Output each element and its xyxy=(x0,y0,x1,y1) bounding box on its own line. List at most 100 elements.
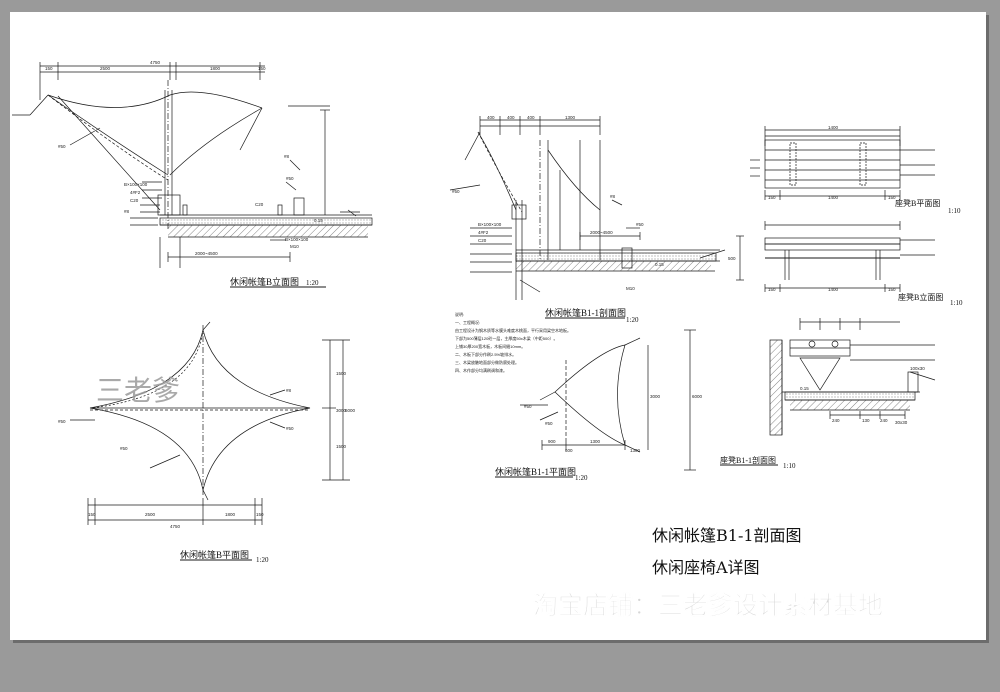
dim-elev-150b: 150 xyxy=(258,66,266,71)
notes-item-4: 上铺30厚200宽木板，木板间缝10mm。 xyxy=(455,343,525,349)
dim-elev-c20: C20 xyxy=(130,198,139,203)
dim-b1plan-600: 600 xyxy=(565,448,573,453)
dim-elev-150a: 150 xyxy=(45,66,53,71)
dim-sec-400a: 400 xyxy=(487,115,495,120)
dim-benchsec-240a: 240 xyxy=(832,418,840,423)
design-notes: 说明: 一、工程概况: 由工程设计为钢木质等水膜头难度木桃面，平行采用梁空木地板… xyxy=(455,311,571,373)
dim-plan-50b: #50 xyxy=(286,426,294,431)
scale-bench-b-elevation: 1:10 xyxy=(950,299,963,307)
dim-b1plan-1300b: 1300 xyxy=(630,448,641,453)
dim-b1plan-50b: #50 xyxy=(545,421,553,426)
dim-plan-1500b: 1500 xyxy=(336,444,347,449)
dim-sec-m10: M10 xyxy=(626,286,635,291)
dim-elev-2500: 2500 xyxy=(100,66,111,71)
dim-benchsec-30x30: 30x30 xyxy=(895,420,908,425)
dim-sec-4f2: 4#F2 xyxy=(478,230,489,235)
dim-benchel-150b: 150 xyxy=(888,287,896,292)
title-bench-b-plan: 座凳B平面图 xyxy=(895,198,940,208)
dim-plan-150a: 150 xyxy=(88,512,96,517)
scale-tent-b-elevation: 1:20 xyxy=(306,279,319,287)
tent-b1-section xyxy=(449,116,726,319)
dim-b1plan-900: 900 xyxy=(548,439,556,444)
tent-b-elevation xyxy=(12,62,373,288)
scale-bench-b-plan: 1:10 xyxy=(948,207,961,215)
scale-tent-b1-plan: 1:20 xyxy=(575,474,588,482)
dim-plan-50c: #50 xyxy=(120,446,128,451)
bench-b-plan xyxy=(750,126,935,200)
notes-heading: 说明: xyxy=(455,311,464,317)
dim-plan-3000: 3000 xyxy=(336,408,347,413)
dim-plan-1500a: 1500 xyxy=(336,371,347,376)
dim-elev-4750: 4750 xyxy=(150,60,161,65)
bench-b-elevation xyxy=(736,221,935,292)
dim-plan-4750: 4750 xyxy=(170,524,181,529)
bench-b1-section xyxy=(720,318,936,466)
notes-item-5: 二、木板下部分作刷2.5%坡排水。 xyxy=(455,351,516,357)
dim-elev-8b: #8 xyxy=(284,154,290,159)
caption-line-1: 休闲帐篷B1-1剖面图 xyxy=(652,526,802,545)
dim-sec-range: 2000~4500 xyxy=(590,230,613,235)
dim-plan-8: #8 xyxy=(286,388,292,393)
dim-sec-400b: 400 xyxy=(507,115,515,120)
title-bench-b-elevation: 座凳B立面图 xyxy=(898,292,943,302)
dim-elev-1800: 1800 xyxy=(210,66,221,71)
title-tent-b-elevation: 休闲帐篷B立面图 xyxy=(230,276,299,287)
scale-tent-b-plan: 1:20 xyxy=(256,556,269,564)
notes-item-6: 三、木梁放触地面部分做防腐处理。 xyxy=(455,359,519,365)
dim-sec-1300: 1300 xyxy=(565,115,576,120)
dim-b1plan-1300: 1300 xyxy=(590,439,601,444)
dim-benchsec-240b: 240 xyxy=(880,418,888,423)
dim-bench-150a: 150 xyxy=(768,195,776,200)
dim-elev-50a: #50 xyxy=(58,144,66,149)
dim-elev-woodb: B×100×100 xyxy=(285,237,309,242)
shop-watermark: 淘宝店铺：三老爹设计素材基地 xyxy=(533,591,883,620)
notes-item-7: 四、木作部分均满刷调和漆。 xyxy=(455,367,507,373)
dim-elev-c20b: C20 xyxy=(255,202,264,207)
author-watermark: 三老爹 xyxy=(96,374,180,407)
dim-plan-50a: #50 xyxy=(58,419,66,424)
dim-elev-50b: #50 xyxy=(286,176,294,181)
dim-b1plan-3000: 3000 xyxy=(650,394,661,399)
drawing-sheet xyxy=(10,12,986,640)
notes-item-1: 一、工程概况: xyxy=(455,319,480,325)
dimension-text-group: 4750 2500 1800 150 150 B×100×100 4#F2 C2… xyxy=(45,60,925,529)
dim-sec-c20: C20 xyxy=(478,238,487,243)
dim-sec-8: #8 xyxy=(610,194,616,199)
dim-benchsec-130: 130 xyxy=(862,418,870,423)
scale-tent-b1-section: 1:20 xyxy=(626,316,639,324)
tent-b1-plan xyxy=(495,329,696,478)
dim-elev-range: 2000~4500 xyxy=(195,251,218,256)
dim-benchel-150a: 150 xyxy=(768,287,776,292)
dim-benchel-1400: 1400 xyxy=(828,287,839,292)
tent-b-plan xyxy=(70,321,350,561)
dim-sec-50b: #50 xyxy=(636,222,644,227)
dim-bench-1400a: 1400 xyxy=(828,125,839,130)
dim-sec-400c: 400 xyxy=(527,115,535,120)
title-tent-b1-section: 休闲帐篷B1-1剖面图 xyxy=(545,307,626,318)
dim-benchsec-015: 0.15 xyxy=(800,386,809,391)
title-bench-b1-section: 座凳B1-1剖面图 xyxy=(720,455,776,465)
drawing-titles: 休闲帐篷B立面图 1:20 休闲帐篷B平面图 1:20 休闲帐篷B1-1剖面图 … xyxy=(180,198,963,564)
dim-plan-2500: 2500 xyxy=(145,512,156,517)
notes-item-2: 由工程设计为钢木质等水膜头难度木桃面，平行采用梁空木地板。 xyxy=(455,327,571,333)
title-tent-b-plan: 休闲帐篷B平面图 xyxy=(180,549,249,560)
dim-bench-150b: 150 xyxy=(888,195,896,200)
dim-elev-wood: B×100×100 xyxy=(124,182,148,187)
dim-b1plan-50a: #50 xyxy=(524,404,532,409)
notes-item-3: 下部为500薄层120砼一层，主厚度50x木梁（中距500）。 xyxy=(455,335,557,341)
dim-b1plan-6000: 6000 xyxy=(692,394,703,399)
dim-benchsec-100x30: 100x30 xyxy=(910,366,925,371)
dim-elev-m10: M10 xyxy=(290,244,299,249)
caption-line-2: 休闲座椅A详图 xyxy=(652,558,760,577)
dim-sec-015: 0.15 xyxy=(655,262,664,267)
dim-plan-150b: 150 xyxy=(256,512,264,517)
dim-elev-4f2: 4#F2 xyxy=(130,190,141,195)
dim-elev-8: #8 xyxy=(124,209,130,214)
scale-bench-b1-section: 1:10 xyxy=(783,462,796,470)
dim-sec-wood: B×100×100 xyxy=(478,222,502,227)
title-tent-b1-plan: 休闲帐篷B1-1平面图 xyxy=(495,466,576,477)
dim-elev-015: 0.15 xyxy=(314,218,323,223)
dim-sec-50a: #50 xyxy=(452,189,460,194)
dim-bench-1400b: 1400 xyxy=(828,195,839,200)
